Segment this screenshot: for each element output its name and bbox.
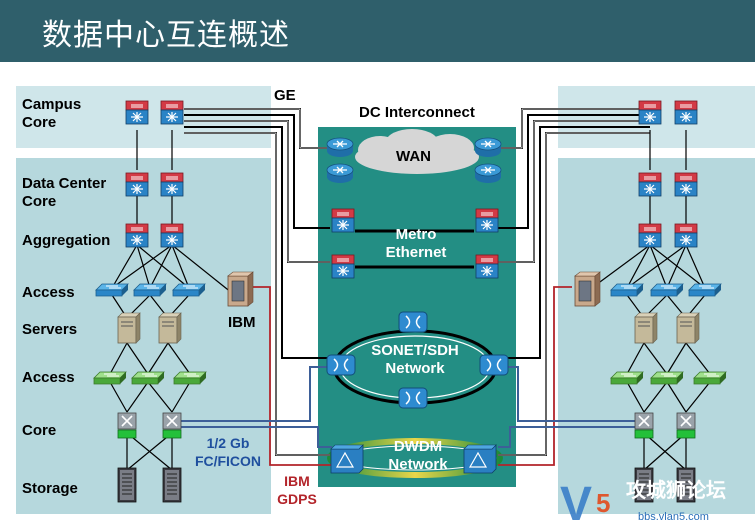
label-access-bottom: Access bbox=[22, 369, 75, 386]
metro-links bbox=[355, 229, 474, 269]
label-wan: WAN bbox=[396, 148, 431, 165]
dc-interconnect-panel bbox=[318, 127, 516, 487]
label-fc-ficon: 1/2 Gb FC/FICON bbox=[194, 435, 262, 469]
watermark-url: bbs.vlan5.com bbox=[638, 511, 709, 523]
label-core: Core bbox=[22, 422, 57, 439]
svg-text:5: 5 bbox=[596, 488, 610, 518]
left-storage-access-switches bbox=[93, 371, 207, 385]
right-access-switches bbox=[610, 283, 722, 297]
watermark-logo: V 5 bbox=[560, 478, 610, 529]
page-title: 数据中心互连概述 bbox=[42, 18, 290, 53]
left-ibm-mainframe bbox=[227, 271, 254, 307]
dwdm-ring bbox=[327, 438, 503, 478]
wan-cloud bbox=[355, 129, 479, 174]
label-data-center-core: Data Center Core bbox=[22, 175, 107, 210]
label-aggregation: Aggregation bbox=[22, 232, 111, 249]
right-ibm-mainframe bbox=[574, 271, 601, 307]
fc-links bbox=[175, 366, 640, 448]
left-topology bbox=[109, 130, 233, 471]
title-bar: 数据中心互连概述 bbox=[0, 0, 755, 62]
dc-panel-left bbox=[16, 158, 271, 514]
label-storage: Storage bbox=[22, 480, 78, 497]
label-sonet-sdh: SONET/SDH Network bbox=[371, 342, 459, 377]
label-servers: Servers bbox=[22, 321, 78, 338]
label-dwdm: DWDM Network bbox=[388, 438, 448, 473]
svg-text:V: V bbox=[560, 478, 592, 529]
watermark-brand: 攻城狮论坛 bbox=[626, 480, 726, 502]
label-dc-interconnect: DC Interconnect bbox=[359, 104, 475, 121]
label-campus-core: Campus Core bbox=[22, 96, 82, 131]
label-ibm: IBM bbox=[228, 314, 256, 331]
label-access-top: Access bbox=[22, 284, 75, 301]
right-storage-access-switches bbox=[610, 371, 727, 385]
label-ibm-gdps: IBM GDPS bbox=[277, 473, 317, 507]
left-access-switches bbox=[95, 283, 206, 297]
label-ge: GE bbox=[274, 87, 296, 104]
label-metro-ethernet: Metro Ethernet bbox=[385, 226, 447, 261]
gdps-links bbox=[252, 286, 572, 466]
